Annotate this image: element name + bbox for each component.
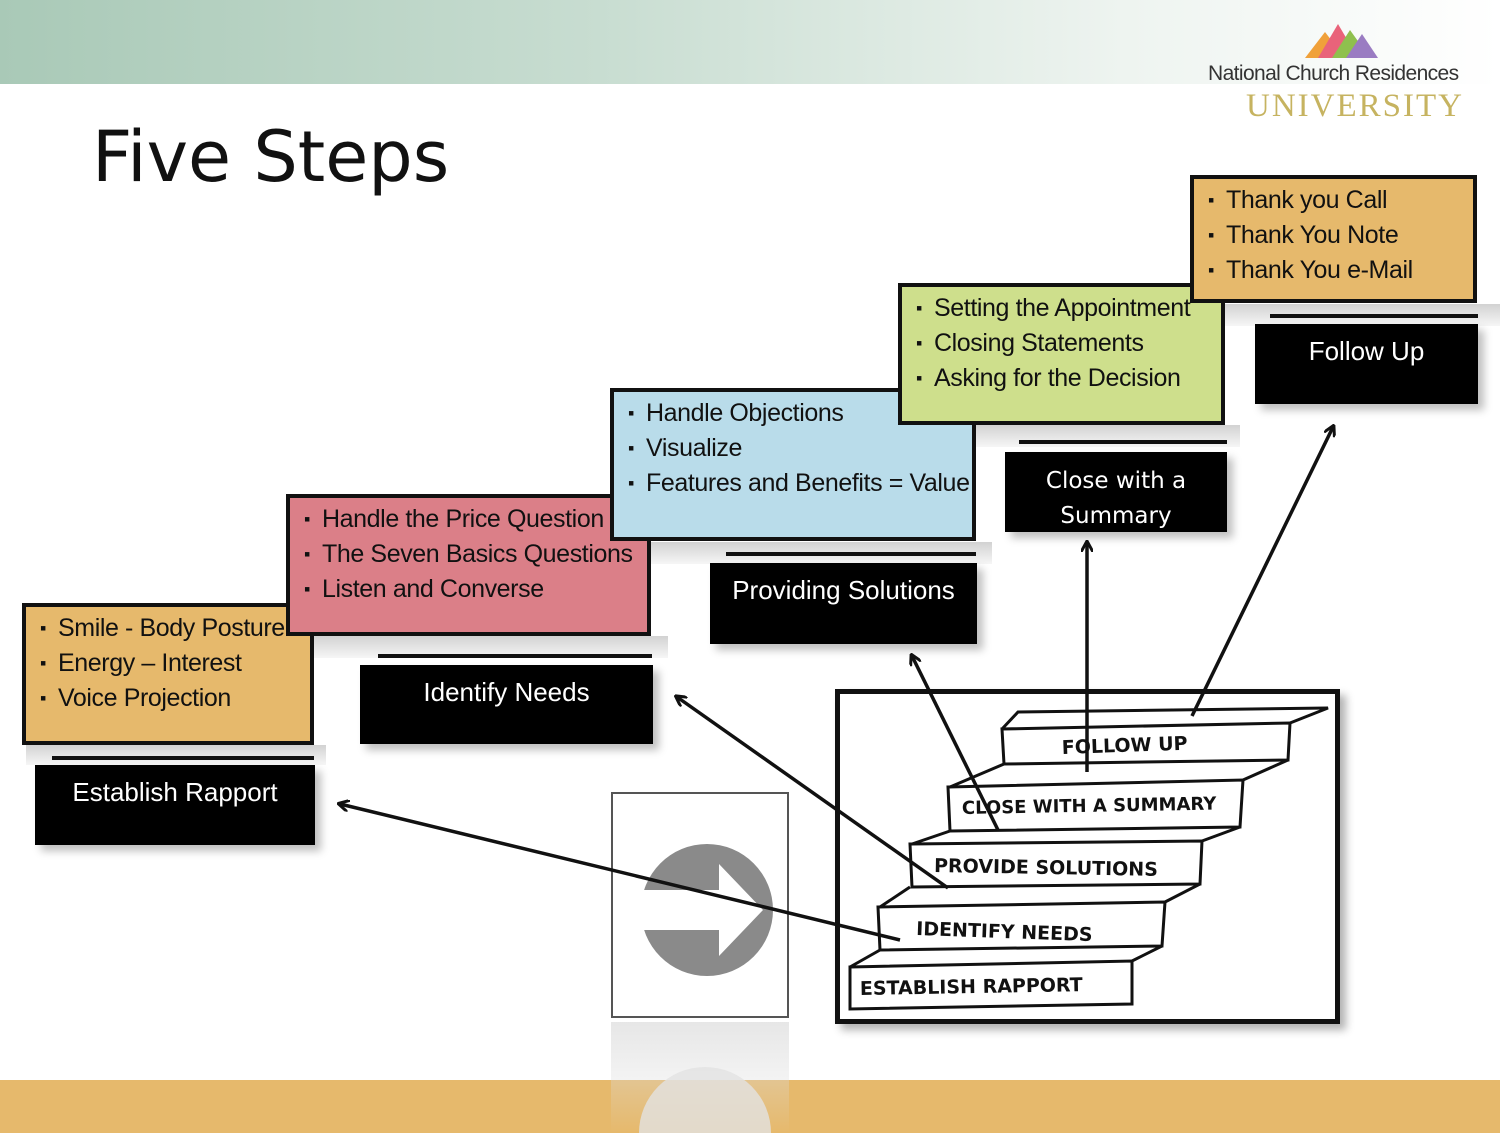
bullet-item: Smile - Body Posture — [40, 611, 310, 646]
arrow-provide-solutions — [912, 656, 1000, 831]
bullet-item: Thank You e-Mail — [1208, 253, 1473, 288]
bullet-item: Setting the Appointment — [916, 291, 1221, 326]
step-3-bullets: Handle Objections Visualize Features and… — [610, 388, 976, 541]
step-shade — [26, 745, 326, 765]
stair-label: FOLLOW UP — [1061, 733, 1188, 759]
slide-title: Five Steps — [92, 116, 450, 198]
bullet-item: Listen and Converse — [304, 572, 647, 607]
step-2-rule — [378, 654, 652, 658]
step-5-bullets: Thank you Call Thank You Note Thank You … — [1190, 175, 1477, 303]
logo-university: UNIVERSITY — [1246, 88, 1464, 124]
bullet-item: Features and Benefits = Value — [628, 466, 972, 501]
bullet-item: Asking for the Decision — [916, 361, 1221, 396]
step-1-bullets: Smile - Body Posture Energy – Interest V… — [22, 603, 314, 745]
stair-label: CLOSE WITH A SUMMARY — [962, 794, 1218, 819]
bullet-item: Thank You Note — [1208, 218, 1473, 253]
stair-label: PROVIDE SOLUTIONS — [934, 855, 1158, 881]
arrow-card-reflection — [611, 1022, 789, 1133]
step-3-label: Providing Solutions — [710, 563, 977, 644]
bullet-item: The Seven Basics Questions — [304, 537, 647, 572]
arrow-identify-needs — [677, 697, 950, 890]
stair-label: ESTABLISH RAPPORT — [860, 974, 1083, 1000]
step-1-label: Establish Rapport — [35, 765, 315, 845]
arrow-right-icon — [635, 844, 773, 976]
step-2-label: Identify Needs — [360, 665, 653, 744]
top-band — [0, 0, 1500, 84]
step-4-bullets: Setting the Appointment Closing Statemen… — [898, 283, 1225, 425]
bullet-item: Energy – Interest — [40, 646, 310, 681]
bullet-item: Handle Objections — [628, 396, 972, 431]
arrow-establish-rapport — [340, 804, 901, 942]
step-5-label: Follow Up — [1255, 324, 1478, 404]
logo: National Church Residences UNIVERSITY — [1200, 20, 1480, 130]
step-2-bullets: Handle the Price Question The Seven Basi… — [286, 494, 651, 636]
bullet-item: Visualize — [628, 431, 972, 466]
step-4-rule — [1019, 440, 1227, 444]
bullet-item: Closing Statements — [916, 326, 1221, 361]
step-shade — [288, 636, 668, 658]
bullet-item: Handle the Price Question — [304, 502, 647, 537]
step-5-rule — [1270, 314, 1478, 318]
step-3-rule — [726, 552, 976, 556]
bullet-item: Voice Projection — [40, 681, 310, 716]
step-1-rule — [52, 756, 314, 760]
step-4-label: Close with a Summary — [1005, 452, 1227, 532]
arrow-follow-up — [1190, 427, 1333, 717]
ncr-logo-icon — [1305, 24, 1378, 58]
logo-org-name: National Church Residences — [1208, 62, 1459, 85]
bullet-item: Thank you Call — [1208, 183, 1473, 218]
